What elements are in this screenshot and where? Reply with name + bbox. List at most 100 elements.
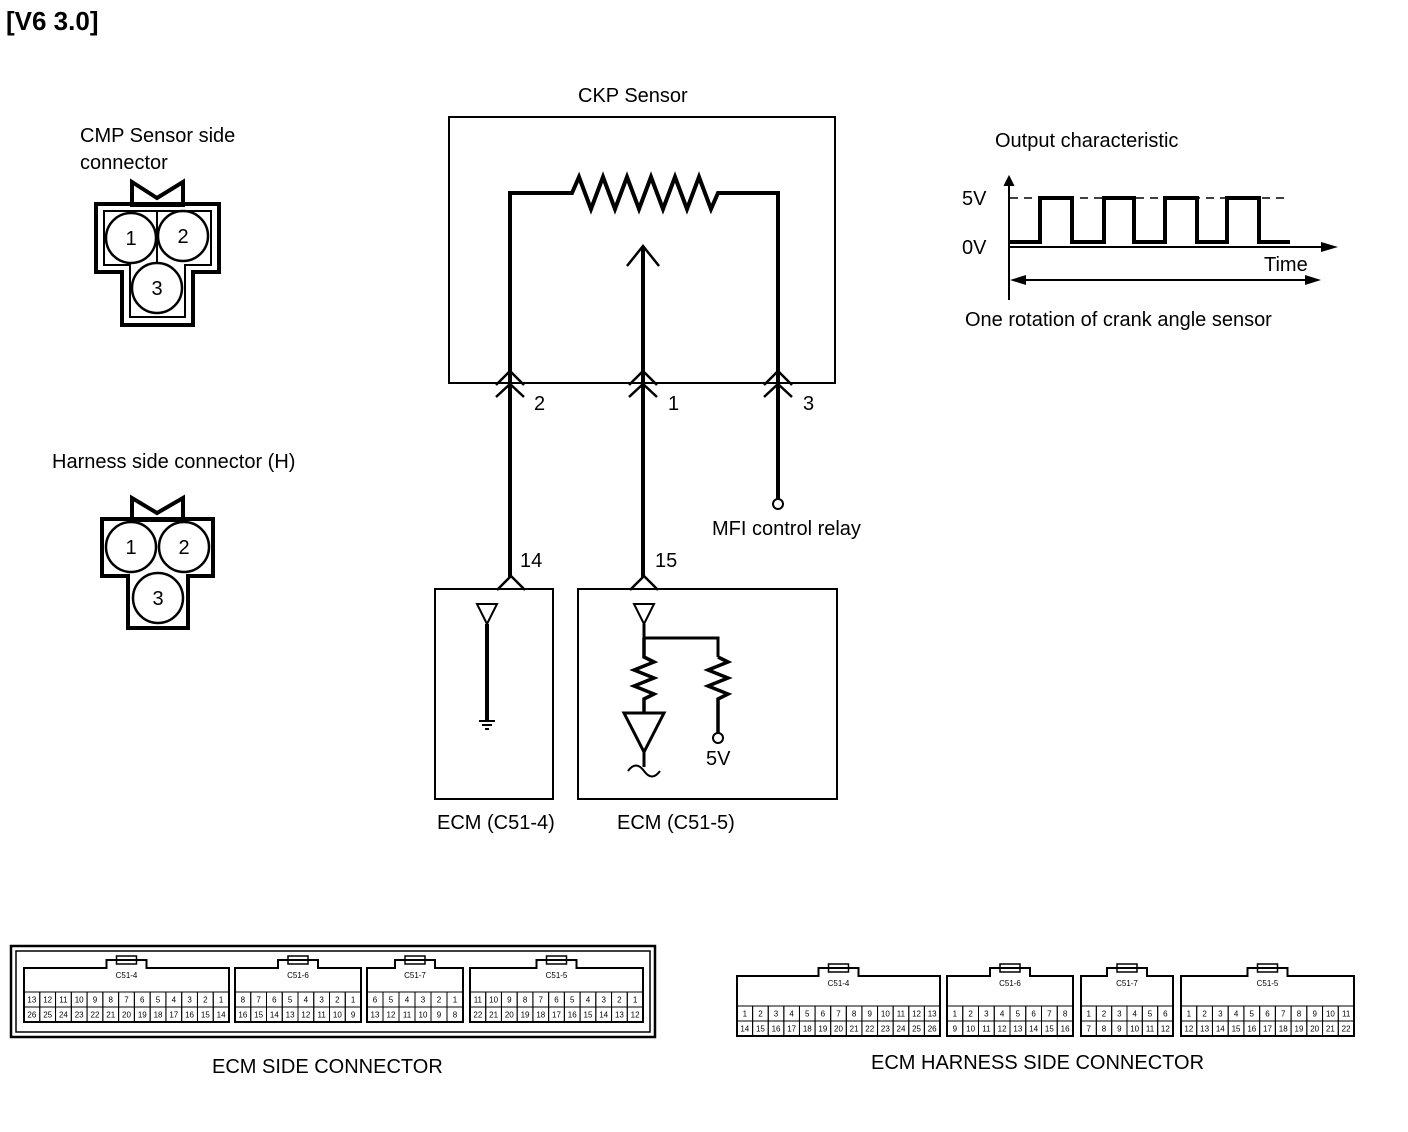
ecm-harness-pin-number: 11: [982, 1025, 991, 1034]
ecm-harness-block-latch: [1116, 963, 1138, 973]
ecm-harness-pin-number: 13: [1200, 1025, 1209, 1034]
ecm-side-pin-number: 12: [43, 996, 52, 1005]
harness-pin-1: [104, 520, 158, 574]
ecm-side-block-latch: [287, 955, 309, 965]
ecm-side-pin-number: 20: [122, 1011, 131, 1020]
ecm-harness-pin-number: 10: [1326, 1010, 1335, 1019]
ecm-side-pin-number: 4: [172, 996, 177, 1005]
ecm-harness-pin-number: 18: [1279, 1025, 1288, 1034]
ecm-side-pin-number: 22: [91, 1011, 100, 1020]
ecm-harness-pin-number: 1: [953, 1010, 958, 1019]
output-square-wave: [1009, 196, 1290, 244]
ecm-side-block-tag: C51-5: [546, 971, 568, 980]
ecm-harness-pin-number: 20: [834, 1025, 843, 1034]
ecm-harness-pin-number: 17: [787, 1025, 796, 1034]
ecm-harness-pin-number: 4: [789, 1010, 794, 1019]
ecm-side-pin-number: 13: [615, 1011, 624, 1020]
ecm-c51-4-input-triangle: [475, 603, 499, 627]
ecm-side-pin-number: 1: [351, 996, 356, 1005]
ecm-side-pin-number: 3: [187, 996, 192, 1005]
ecm-5v-label: 5V: [706, 748, 731, 770]
ecm-harness-pin-number: 16: [1061, 1025, 1070, 1034]
harness-side-connector: Harness side connector (H) 1 2 3: [52, 451, 295, 630]
ecm-side-pin-number: 6: [272, 996, 277, 1005]
ecm-harness-pin-number: 6: [821, 1010, 826, 1019]
ecm-side-pin-number: 15: [201, 1011, 210, 1020]
ecm-side-pin-number: 19: [138, 1011, 147, 1020]
ecm-c51-5-box: [577, 588, 838, 800]
ecm-side-block-tag: C51-4: [116, 971, 138, 980]
ecm-side-pin-number: 13: [286, 1011, 295, 1020]
ecm-side-pin-number: 5: [288, 996, 293, 1005]
ecm-side-pin-cell: [344, 1006, 362, 1023]
ecm-side-pin-number: 8: [523, 996, 528, 1005]
mfi-relay-terminal: [772, 498, 784, 510]
ecm-harness-pin-number: 3: [774, 1010, 779, 1019]
ecm-side-pin-number: 9: [93, 996, 98, 1005]
wire-14-label: 14: [520, 550, 542, 572]
ecm-harness-pin-number: 4: [1132, 1010, 1137, 1019]
ecm-harness-pin-number: 11: [1342, 1010, 1351, 1019]
ecm-side-pin-number: 8: [241, 996, 246, 1005]
ecm-harness-pin-number: 15: [1045, 1025, 1054, 1034]
output-rotation-arrow-left: [1010, 275, 1026, 285]
ecm-harness-pin-number: 8: [852, 1010, 857, 1019]
ecm-side-pin-number: 20: [505, 1011, 514, 1020]
ecm-harness-pin-number: 11: [1146, 1025, 1155, 1034]
ecm-harness-pin-number: 2: [1102, 1010, 1107, 1019]
cmp-pin-3: [130, 261, 184, 315]
ecm-5v-terminal: [712, 732, 724, 744]
ecm-c51-5-junction-wire: [642, 624, 720, 657]
ckp-terminal-3: [763, 369, 793, 386]
ecm-harness-pin-number: 22: [865, 1025, 874, 1034]
output-x-axis-arrow: [1321, 242, 1338, 252]
ecm-c51-5-input-triangle: [632, 603, 656, 627]
ecm-side-pin-number: 8: [109, 996, 114, 1005]
ecm-side-pin-number: 15: [584, 1011, 593, 1020]
ecm-harness-pin-number: 24: [897, 1025, 906, 1034]
output-rotation-caption: One rotation of crank angle sensor: [965, 309, 1272, 331]
cmp-connector-label-line1: CMP Sensor side: [80, 125, 235, 147]
ecm-harness-pin-number: 7: [836, 1010, 841, 1019]
ecm-c51-5-buffer-triangle: [621, 711, 667, 756]
cmp-pin-3-label: 3: [151, 278, 162, 300]
ecm-harness-pin-number: 5: [1250, 1010, 1255, 1019]
ckp-pin-3-label: 3: [803, 393, 814, 415]
harness-pin-2: [157, 520, 211, 574]
cmp-sensor-connector: CMP Sensor side connector 1 2 3: [80, 125, 235, 327]
ecm-side-block-latch: [404, 955, 426, 965]
ecm-side-pin-number: 23: [75, 1011, 84, 1020]
waveform-icon: [627, 764, 661, 778]
ecm-harness-block-latch: [999, 963, 1021, 973]
ecm-side-pin-number: 2: [617, 996, 622, 1005]
ecm-harness-pin-number: 9: [868, 1010, 873, 1019]
ecm-side-pin-number: 21: [106, 1011, 115, 1020]
mfi-relay-label: MFI control relay: [712, 518, 861, 540]
ecm-c51-4-label: ECM (C51-4): [437, 812, 555, 834]
harness-pin-1-label: 1: [125, 537, 136, 559]
ecm-harness-pin-number: 3: [1117, 1010, 1122, 1019]
ecm-side-pin-number: 16: [568, 1011, 577, 1020]
output-5v-label: 5V: [962, 188, 987, 210]
harness-connector-latch: [130, 494, 185, 522]
ecm-harness-block-tag: C51-5: [1257, 979, 1279, 988]
ecm-side-block-latch: [545, 955, 568, 965]
ecm-harness-pin-number: 5: [1016, 1010, 1021, 1019]
ecm-harness-pin-number: 17: [1263, 1025, 1272, 1034]
ecm-harness-pin-number: 15: [756, 1025, 765, 1034]
ecm-side-pin-number: 13: [371, 1011, 380, 1020]
ecm-harness-pin-number: 12: [1184, 1025, 1193, 1034]
ecm-harness-pin-number: 8: [1063, 1010, 1068, 1019]
ecm-harness-pin-cell: [1157, 1020, 1174, 1037]
ecm-side-pin-number: 14: [599, 1011, 608, 1020]
ecm-side-pin-number: 3: [319, 996, 324, 1005]
ecm-harness-pin-number: 10: [966, 1025, 975, 1034]
ecm-side-pin-number: 8: [453, 1011, 458, 1020]
ecm-c51-4-terminal: [496, 574, 526, 591]
ecm-harness-pin-number: 2: [1202, 1010, 1207, 1019]
ecm-harness-pin-number: 14: [740, 1025, 749, 1034]
ecm-harness-pin-number: 21: [850, 1025, 859, 1034]
ecm-side-pin-number: 11: [403, 1011, 412, 1020]
